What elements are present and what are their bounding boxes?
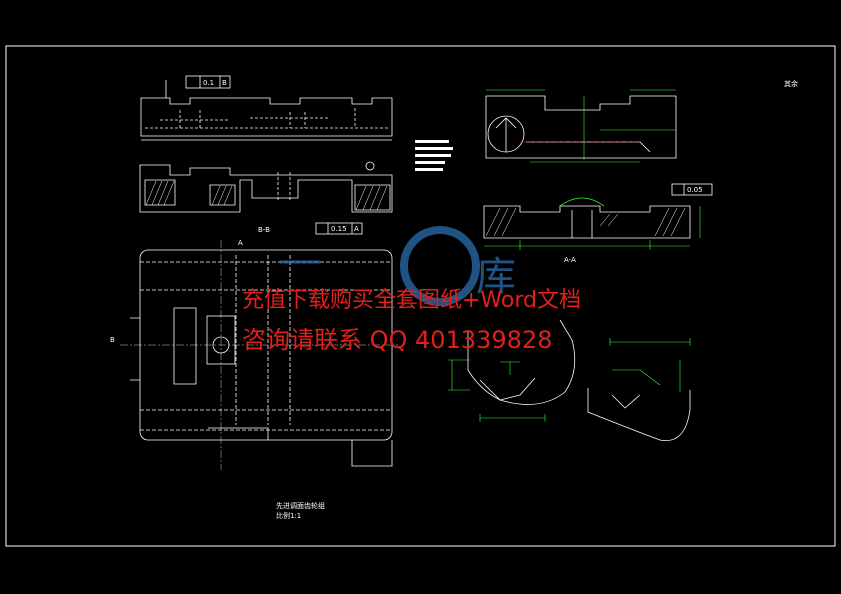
- datum-marker-a: [365, 161, 375, 171]
- tolerance-frame-flatness: 0.1 B: [185, 75, 231, 89]
- datum-ref-a: A: [354, 225, 359, 233]
- section-label-a-a: A-A: [564, 256, 576, 264]
- technical-notes: [415, 140, 453, 171]
- view-label-a-top: A: [238, 239, 243, 247]
- tolerance-value-2: 0.15: [331, 225, 347, 233]
- watermark-logo-glyph: 库: [476, 254, 516, 300]
- right-front-view: [485, 95, 677, 159]
- view-label-b: B: [110, 336, 115, 344]
- tolerance-value-3: 0.05: [687, 186, 703, 194]
- section-hatching-b-b: [145, 180, 388, 211]
- detail-view-1-dims: [448, 359, 546, 422]
- datum-ref-b: B: [222, 79, 227, 87]
- title-note-line1: 先进调面齿轮组: [276, 501, 325, 510]
- watermark-line-2: 咨询请联系 QQ 401339828: [242, 326, 553, 354]
- watermark-line-1: 充值下载购买全套图纸+Word文档: [242, 288, 581, 313]
- detail-view-1: [467, 319, 576, 405]
- front-view-top: [140, 80, 393, 141]
- right-view-dimensions: [486, 89, 676, 163]
- detail-view-2-dims: [609, 338, 691, 392]
- section-a-a-dimensions: [484, 206, 701, 250]
- title-note-line2: 比例1:1: [276, 511, 301, 520]
- watermark-logo: 库: [280, 226, 516, 306]
- drawing-frame: [5, 45, 836, 547]
- tolerance-value-1: 0.1: [203, 79, 214, 87]
- section-hatching-a-a: [485, 207, 686, 237]
- section-view-b-b: [139, 164, 393, 213]
- corner-roughness-note: 其余: [784, 79, 798, 88]
- section-view-a-a: [483, 197, 691, 239]
- detail-view-2: [587, 388, 691, 442]
- tolerance-frame-parallelism: 0.15 A: [315, 222, 363, 235]
- center-lines-plan: [120, 240, 400, 470]
- section-label-b-b: B-B: [258, 226, 270, 234]
- tolerance-frame-flatness-a: 0.05: [671, 183, 713, 196]
